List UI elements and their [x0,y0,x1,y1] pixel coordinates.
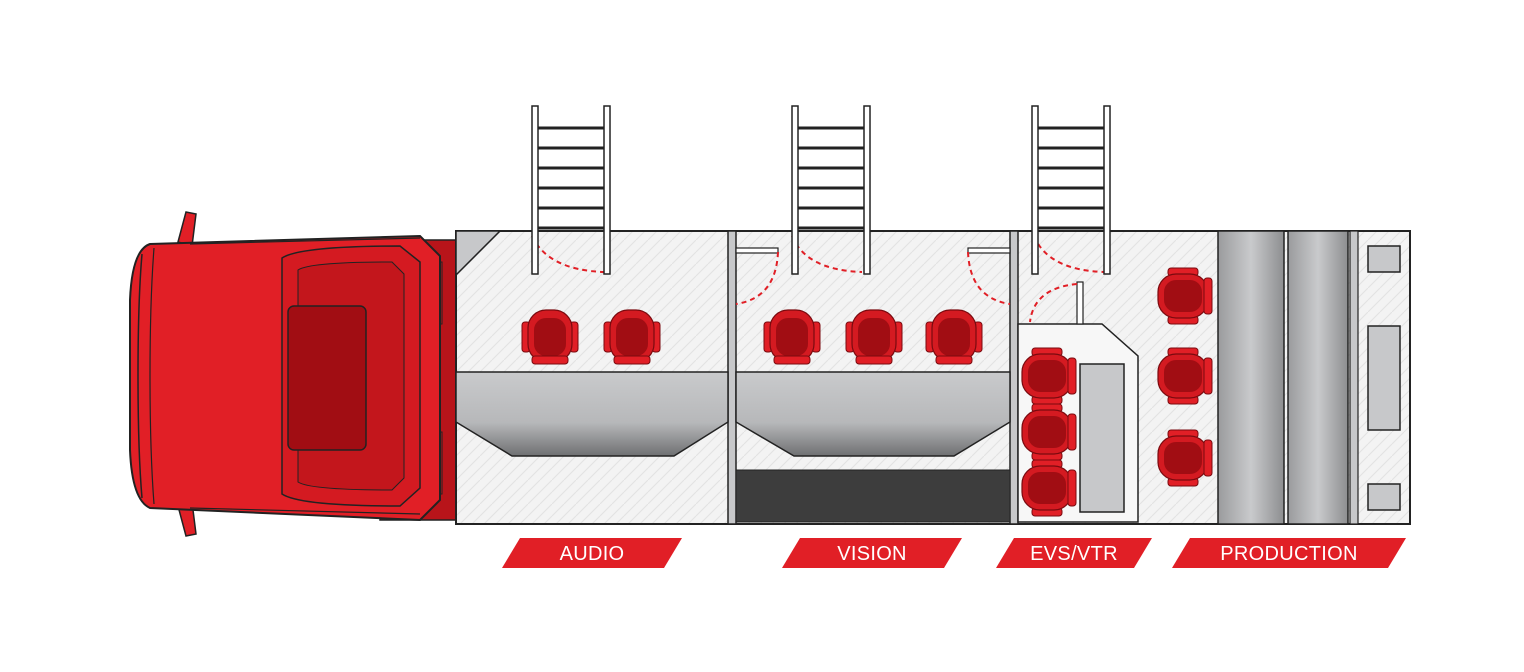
desk-icon [455,371,729,457]
section-label-audio: AUDIO [502,538,682,568]
door-swing-icon [791,235,863,273]
production-room [1157,230,1401,525]
equipment-rack-icon [1217,230,1285,525]
desk-icon [1079,363,1125,513]
truck-cab-icon [129,211,457,537]
door-swing-icon [735,251,779,305]
section-label-production: PRODUCTION [1172,538,1406,568]
door-swing-icon [967,251,1011,305]
section-label-text: AUDIO [560,543,625,565]
door-swing-icon [531,235,605,273]
section-label-vision: VISION [782,538,962,568]
wall-divider [727,230,737,525]
section-label-text: EVS/VTR [1030,543,1118,565]
evs-vtr-room [1017,235,1139,523]
section-label-text: VISION [837,543,907,565]
dark-panel [735,469,1011,523]
audio-room [455,230,729,457]
desk-icon [735,371,1011,457]
section-label-text: PRODUCTION [1220,543,1357,565]
wall-divider [1009,230,1019,525]
door-swing-icon [1033,235,1105,273]
equipment-rack-icon [1287,230,1349,525]
vision-room [735,235,1011,523]
section-label-evs-vtr: EVS/VTR [996,538,1152,568]
